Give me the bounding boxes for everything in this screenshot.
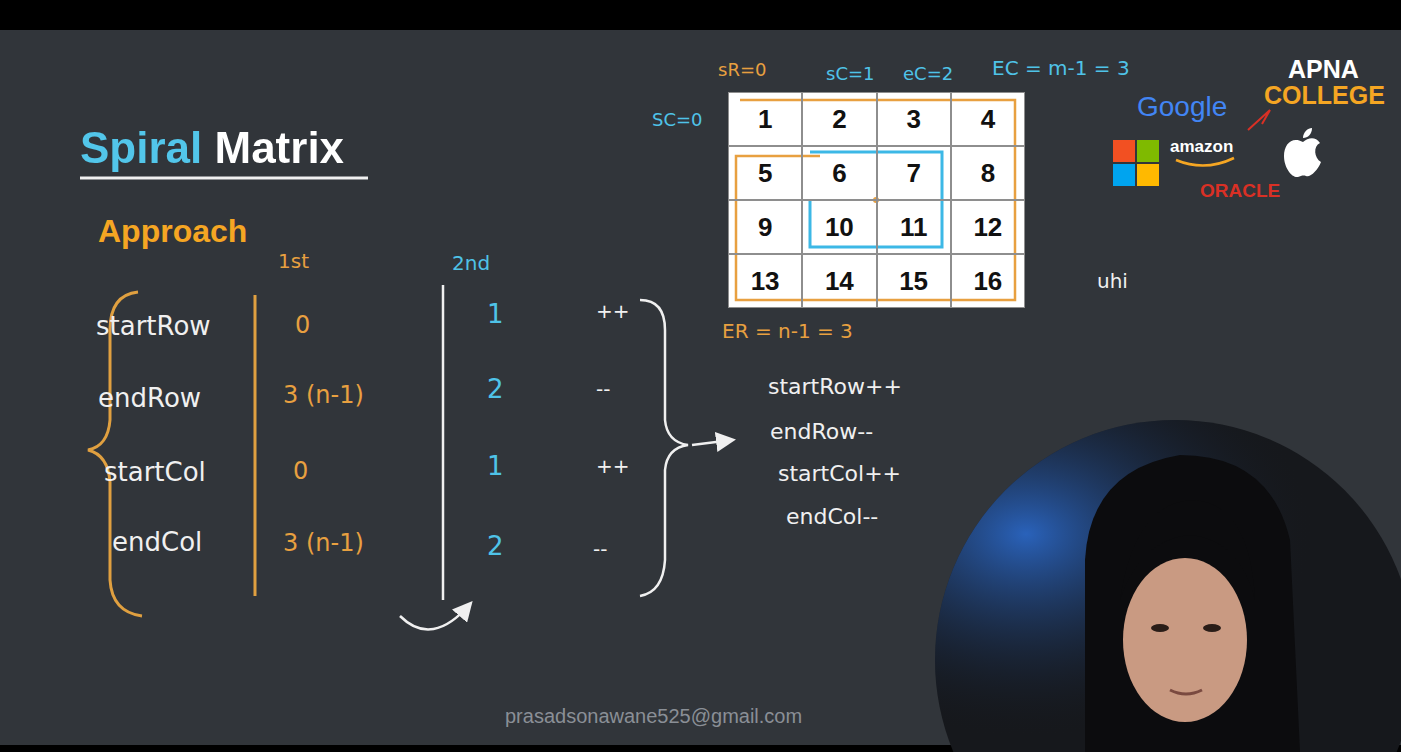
annotation-label: startRow <box>96 312 211 341</box>
annotation-label: 2 <box>487 375 504 404</box>
microsoft-logo <box>1113 164 1135 186</box>
annotation-label: endCol-- <box>786 505 878 529</box>
annotation-label: uhi <box>1097 270 1128 292</box>
cell-number: 3 <box>906 105 920 134</box>
cell-number: 10 <box>825 213 854 242</box>
pointer-arrow <box>692 440 732 445</box>
matrix-cell: 12 <box>951 200 1025 254</box>
logo-mark <box>1248 110 1270 130</box>
annotation-label: -- <box>593 538 607 560</box>
matrix-cell: 1 <box>728 92 802 146</box>
annotation-label: 2 <box>487 532 504 561</box>
annotation-label: -- <box>596 378 610 400</box>
annotation-label: 1 <box>487 300 504 329</box>
curved-arrow <box>400 604 470 629</box>
microsoft-logo <box>1137 140 1159 162</box>
matrix-cell: 2 <box>802 92 876 146</box>
cell-number: 5 <box>758 159 772 188</box>
annotation-label: amazon <box>1170 138 1233 157</box>
amazon-smile <box>1176 158 1234 166</box>
annotation-label: 0 <box>293 458 308 484</box>
cell-number: 8 <box>981 159 995 188</box>
annotation-label: startCol++ <box>778 462 901 486</box>
microsoft-logo <box>1137 164 1159 186</box>
annotation-label: EC = m-1 = 3 <box>992 57 1130 79</box>
top-bar <box>0 0 1401 30</box>
annotation-label: startRow++ <box>768 375 902 399</box>
left-brace <box>88 292 142 616</box>
apple-logo <box>1303 128 1312 138</box>
matrix-cell: 14 <box>802 254 876 308</box>
matrix-cell: 13 <box>728 254 802 308</box>
annotation-label: 0 <box>295 312 310 338</box>
cell-number: 1 <box>758 105 772 134</box>
annotation-label: ORACLE <box>1200 181 1280 202</box>
cell-number: 7 <box>906 159 920 188</box>
cell-number: 13 <box>751 267 780 296</box>
annotation-label: COLLEGE <box>1264 82 1385 110</box>
annotation-label: Google <box>1137 92 1227 123</box>
cell-number: 4 <box>981 105 995 134</box>
matrix-cell: 15 <box>877 254 951 308</box>
cell-number: 14 <box>825 267 854 296</box>
annotation-label: ++ <box>596 300 630 322</box>
cell-number: 16 <box>973 267 1002 296</box>
matrix-cell: 9 <box>728 200 802 254</box>
annotation-label: 3 (n-1) <box>283 382 364 408</box>
annotation-label: eC=2 <box>903 64 953 84</box>
annotation-label: sR=0 <box>718 60 766 80</box>
matrix-background <box>728 92 1025 308</box>
right-brace <box>640 300 688 596</box>
matrix-cell: 11 <box>877 200 951 254</box>
apple-logo <box>1284 138 1321 177</box>
matrix-cell: 3 <box>877 92 951 146</box>
slide-title: Spiral Matrix <box>80 124 344 172</box>
annotation-label: APNA <box>1288 56 1359 84</box>
column-divider <box>254 295 257 596</box>
annotation-label: 1 <box>487 452 504 481</box>
annotation-label: prasadsonawane525@gmail.com <box>505 705 802 727</box>
title-underline <box>80 177 368 180</box>
microsoft-logo <box>1113 140 1135 162</box>
cell-number: 11 <box>900 213 928 242</box>
cell-number: 9 <box>758 213 772 242</box>
matrix-cell: 8 <box>951 146 1025 200</box>
cell-number: 2 <box>832 105 846 134</box>
annotation-label: 1st <box>278 250 309 272</box>
annotation-label: 3 (n-1) <box>283 530 364 556</box>
annotation-label: sC=1 <box>826 64 874 84</box>
presenter-camera <box>930 415 1401 752</box>
cell-number: 12 <box>973 213 1002 242</box>
matrix-cell: 6 <box>802 146 876 200</box>
matrix-cell: 4 <box>951 92 1025 146</box>
matrix-cell: 10 <box>802 200 876 254</box>
cell-number: 6 <box>832 159 846 188</box>
annotation-label: ++ <box>596 455 630 477</box>
annotation-label: 2nd <box>452 252 490 274</box>
annotation-label: endRow <box>98 384 201 413</box>
matrix-cell: 16 <box>951 254 1025 308</box>
matrix-cell: 7 <box>877 146 951 200</box>
annotation-label: Approach <box>98 214 247 249</box>
annotation-label: startCol <box>104 458 206 487</box>
annotation-label: endCol <box>112 528 202 557</box>
column-divider <box>442 285 445 600</box>
annotation-label: endRow-- <box>770 420 873 444</box>
annotation-label: SC=0 <box>652 110 703 130</box>
annotation-label: ER = n-1 = 3 <box>722 320 853 342</box>
cell-number: 15 <box>899 267 928 296</box>
matrix-cell: 5 <box>728 146 802 200</box>
